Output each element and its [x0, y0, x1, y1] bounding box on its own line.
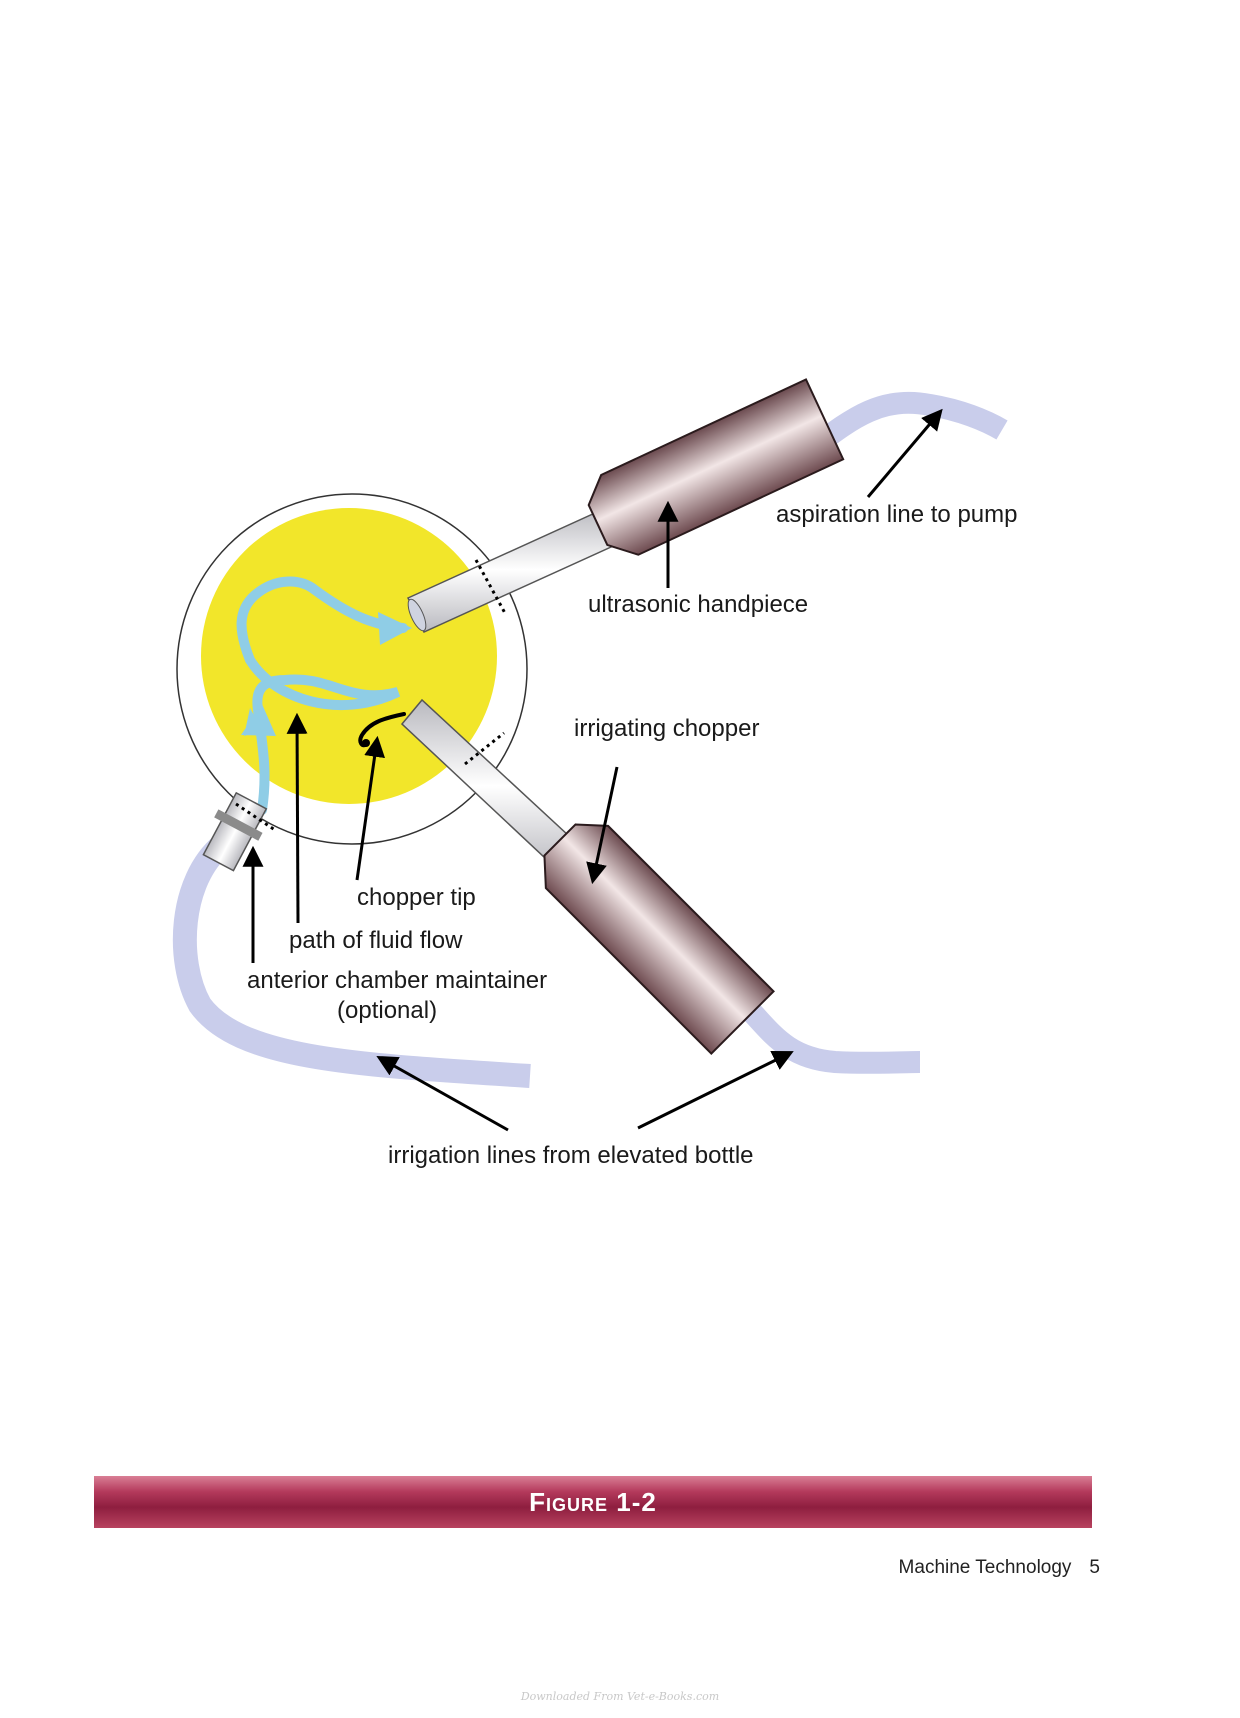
incision-marker-chopper — [464, 731, 505, 766]
figure-caption: Figure 1-2 — [529, 1486, 657, 1517]
label-irrigating-chopper: irrigating chopper — [574, 715, 759, 742]
incision-marker-maintainer — [235, 802, 276, 832]
label-ultrasonic-handpiece: ultrasonic handpiece — [588, 591, 808, 618]
label-path-of-fluid-flow: path of fluid flow — [289, 927, 463, 954]
flow-arrow-head-left — [241, 704, 276, 736]
label-ac-maintainer-optional: (optional) — [337, 997, 437, 1024]
aspiration-tube — [803, 391, 1008, 459]
irrigation-tube-right — [737, 997, 921, 1074]
label-aspiration-line: aspiration line to pump — [776, 501, 1017, 528]
flow-arrow-head-top — [378, 612, 412, 645]
arrow-chopper-tip — [355, 735, 386, 881]
arrow-fluid-flow — [286, 712, 308, 924]
label-chopper-tip: chopper tip — [357, 884, 476, 911]
arrow-irrigation-right — [637, 1051, 794, 1130]
page-footer: Machine Technology 5 — [860, 1557, 1100, 1579]
figure-banner: Figure 1-2 — [94, 1476, 1092, 1528]
ultrasonic-handpiece — [587, 378, 845, 556]
irrigating-chopper — [543, 823, 775, 1055]
arrow-chopper — [586, 766, 619, 885]
label-irrigation-lines: irrigation lines from elevated bottle — [388, 1142, 754, 1169]
page-number: 5 — [1089, 1557, 1100, 1578]
label-ac-maintainer: anterior chamber maintainer — [247, 967, 547, 994]
arrow-aspiration — [866, 408, 943, 498]
watermark: Downloaded From Vet-e-Books.com — [520, 1690, 720, 1703]
fluid-flow-path — [236, 576, 408, 815]
arrow-irrigation-left — [376, 1055, 509, 1132]
handpiece-tip — [407, 598, 427, 632]
irrigation-tube-left — [172, 835, 531, 1088]
footer-section: Machine Technology — [898, 1557, 1072, 1578]
